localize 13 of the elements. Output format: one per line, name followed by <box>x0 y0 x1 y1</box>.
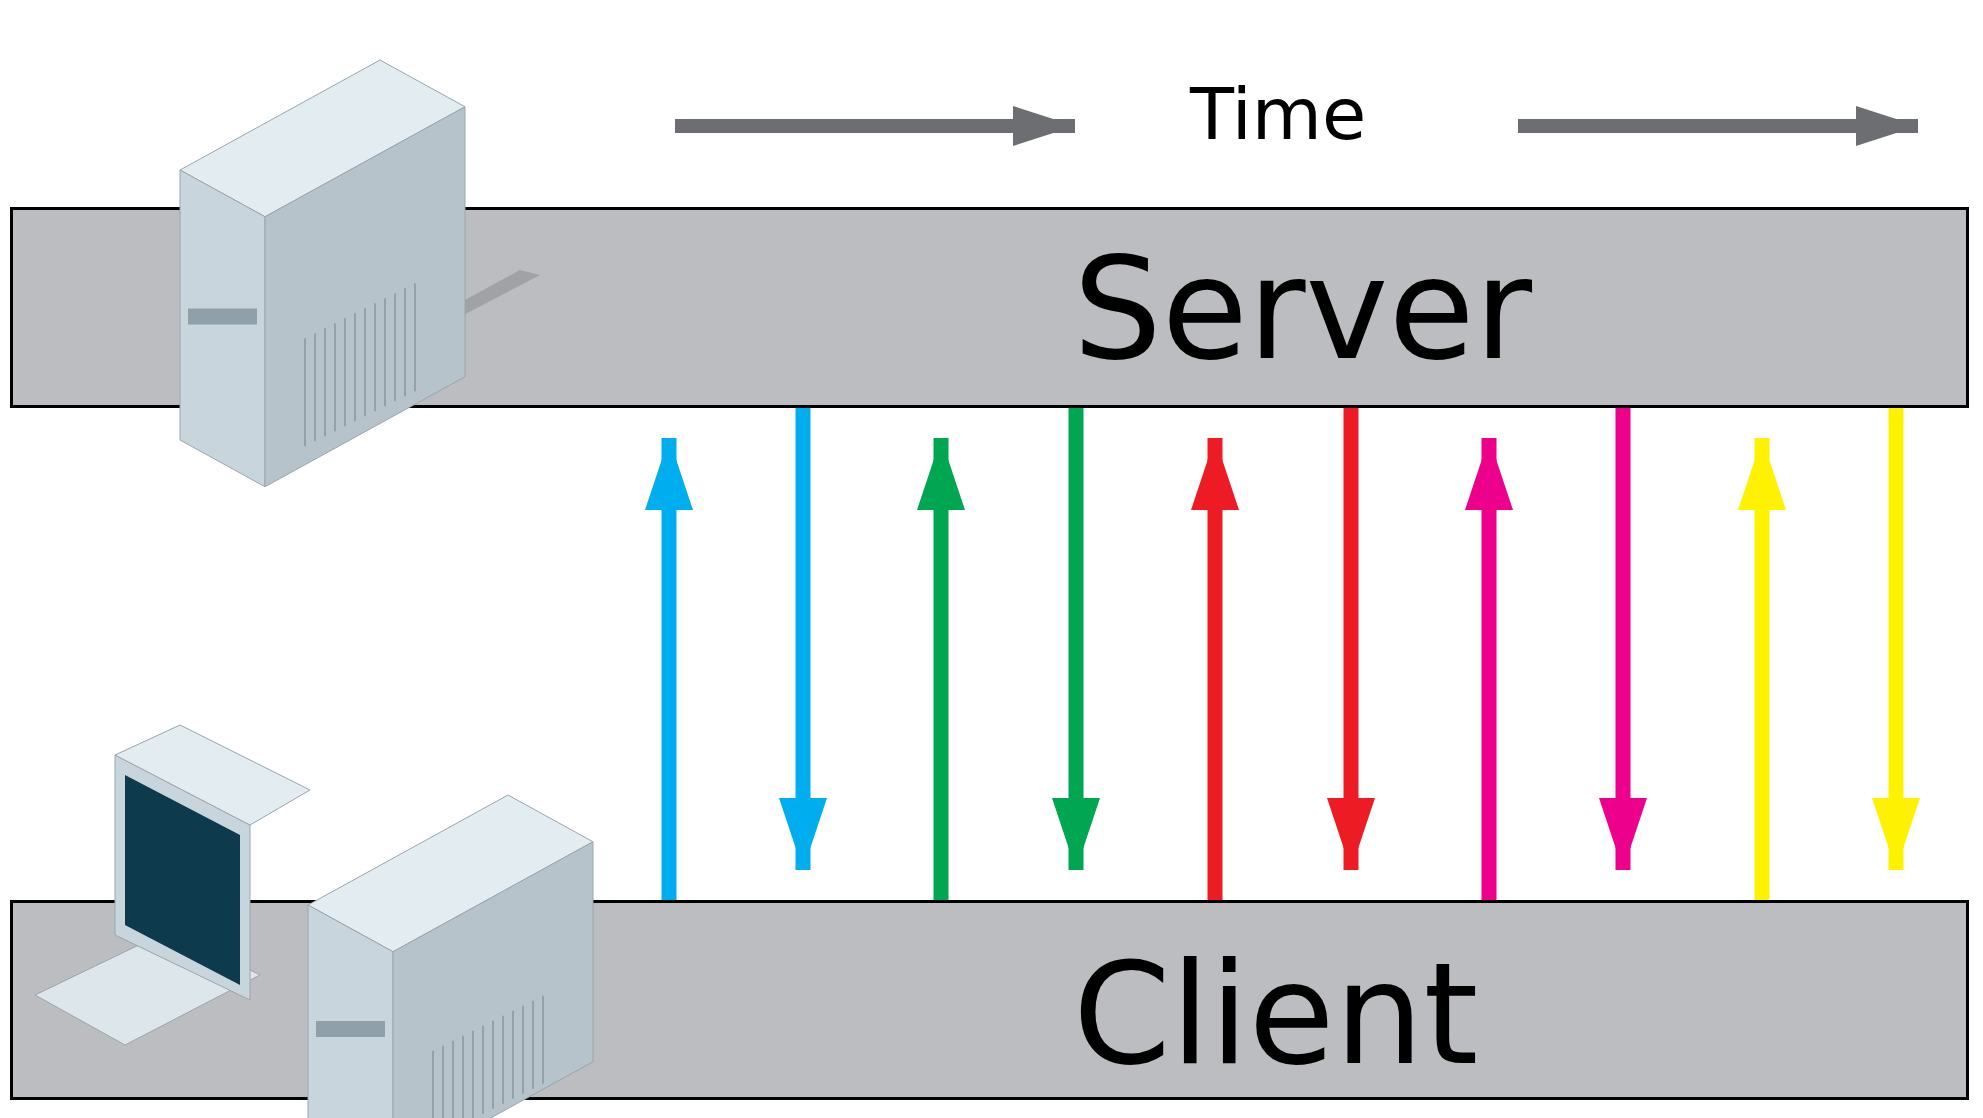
arrow <box>1738 438 1786 900</box>
arrow <box>1872 408 1920 870</box>
arrow <box>645 438 693 900</box>
arrow <box>1191 438 1239 900</box>
band-label: Server <box>1073 240 1533 380</box>
arrow <box>1465 438 1513 900</box>
arrow <box>917 438 965 900</box>
arrow <box>1599 408 1647 870</box>
arrow <box>1052 408 1100 870</box>
arrow <box>1327 408 1375 870</box>
axis-label: Time <box>1190 78 1367 150</box>
band-label: Client <box>1073 945 1479 1085</box>
arrow <box>779 408 827 870</box>
